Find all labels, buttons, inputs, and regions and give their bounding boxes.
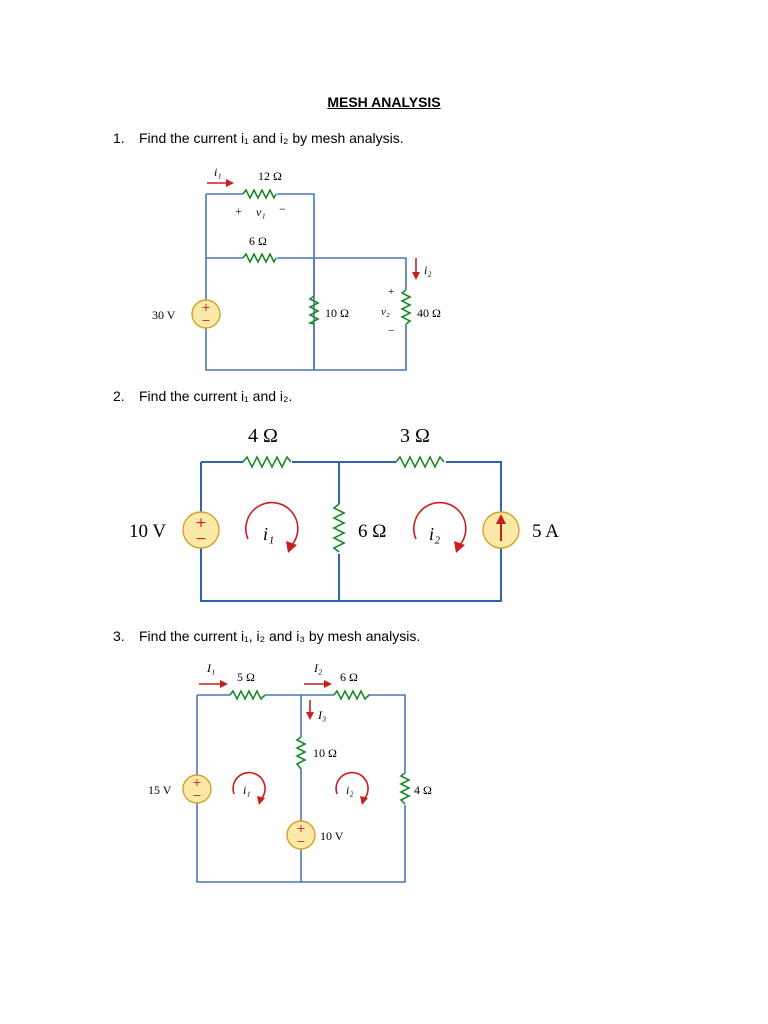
circuit-3-mesh-arrow-i1 — [232, 771, 266, 805]
circuit-1-resistor-40ohm — [400, 289, 412, 325]
circuit-1-label-6ohm: 6 Ω — [249, 234, 267, 248]
svg-text:+: + — [296, 822, 305, 835]
circuit-1-diagram: + − i₁ 12 Ω + v₁ − 6 Ω i₂ 30 V 10 Ω + v₂… — [152, 165, 441, 371]
circuit-2-resistor-4ohm — [242, 455, 292, 469]
circuit-1-label-30v: 30 V — [152, 308, 176, 322]
circuit-2-mesh-arrow-i1 — [245, 501, 299, 553]
circuit-2-wires — [200, 461, 502, 602]
circuit-1-arrow-i2 — [412, 258, 420, 280]
svg-text:−: − — [201, 314, 210, 327]
circuit-3-wires — [196, 694, 406, 883]
circuit-1-label-v2-plus: + — [388, 286, 394, 298]
circuit-2-label-10v: 10 V — [129, 521, 166, 542]
circuit-3-label-I3: I₃ — [317, 708, 326, 722]
circuit-1-label-v1: v₁ — [256, 205, 266, 219]
question-3-number: 3. — [113, 628, 125, 644]
circuit-3-mesh-arrow-i2 — [335, 771, 369, 805]
svg-text:+: + — [201, 301, 210, 314]
circuit-3-label-i2: i₂ — [346, 783, 354, 797]
question-3: 3. Find the current i₁, i₂ and i₃ by mesh… — [113, 628, 420, 644]
question-2-number: 2. — [113, 388, 125, 404]
circuit-3-resistor-4ohm — [399, 772, 411, 805]
circuit-1-label-v2-minus: − — [388, 325, 394, 337]
circuit-3-resistor-10ohm — [295, 736, 307, 770]
circuit-1-wires — [205, 193, 407, 371]
circuit-3-voltage-source-15v: + − — [182, 774, 212, 804]
circuit-3-resistor-5ohm — [229, 689, 266, 701]
circuit-3-arrow-I3 — [306, 700, 314, 720]
circuit-3-label-I2: I₂ — [313, 661, 322, 675]
circuit-1-resistor-10ohm — [307, 295, 320, 325]
question-1: 1. Find the current i₁ and i₂ by mesh ana… — [113, 130, 404, 146]
circuit-1-voltage-source: + − — [191, 299, 221, 329]
circuit-1-resistor-6ohm — [242, 252, 277, 264]
circuit-3-label-4ohm: 4 Ω — [414, 783, 432, 797]
circuit-1-label-10ohm: 10 Ω — [325, 306, 349, 320]
question-1-number: 1. — [113, 130, 125, 146]
svg-text:+: + — [195, 515, 207, 531]
circuit-3-label-10ohm: 10 Ω — [313, 746, 337, 760]
circuit-2-label-i2: i₂ — [429, 524, 440, 544]
circuit-2-label-4ohm: 4 Ω — [248, 425, 278, 447]
circuit-2-label-3ohm: 3 Ω — [400, 425, 430, 447]
circuit-2-resistor-6ohm — [332, 503, 346, 553]
circuit-3-label-10v: 10 V — [320, 829, 344, 843]
circuit-1-label-v2: v₂ — [381, 306, 390, 318]
question-1-text: Find the current i₁ and i₂ by mesh analy… — [139, 130, 404, 146]
circuit-2-resistor-3ohm — [395, 455, 445, 469]
circuit-3-resistor-6ohm — [333, 689, 370, 701]
circuit-3-label-15v: 15 V — [148, 783, 172, 797]
svg-text:+: + — [192, 776, 201, 789]
circuit-2-label-5a: 5 A — [532, 521, 559, 542]
circuit-1-label-minus: − — [279, 202, 286, 216]
svg-text:−: − — [195, 531, 207, 547]
circuit-3-label-6ohm: 6 Ω — [340, 670, 358, 684]
question-3-text: Find the current i₁, i₂ and i₃ by mesh a… — [139, 628, 421, 644]
circuit-2-label-i1: i₁ — [263, 524, 274, 544]
circuit-3-arrow-I1 — [199, 680, 228, 688]
circuit-1-label-40ohm: 40 Ω — [417, 306, 441, 320]
question-2-text: Find the current i₁ and i₂. — [139, 388, 293, 404]
svg-text:−: − — [192, 789, 201, 802]
circuit-1-label-12ohm: 12 Ω — [258, 169, 282, 183]
circuit-3-arrow-I2 — [304, 680, 332, 688]
circuit-3-label-5ohm: 5 Ω — [237, 670, 255, 684]
circuit-2-label-6ohm: 6 Ω — [358, 521, 386, 542]
circuit-1-label-i1: i₁ — [214, 165, 222, 179]
svg-text:−: − — [296, 835, 305, 848]
question-2: 2. Find the current i₁ and i₂. — [113, 388, 292, 404]
circuit-3-label-i1: i₁ — [243, 783, 251, 797]
circuit-2-mesh-arrow-i2 — [413, 501, 467, 553]
circuit-1-arrow-i1 — [207, 179, 234, 187]
circuit-3-label-I1: I₁ — [206, 661, 215, 675]
circuit-1-label-i2: i₂ — [424, 263, 432, 277]
circuit-3-voltage-source-10v: + − — [286, 820, 316, 850]
circuit-3-diagram: + − + − I₁ 5 Ω I₂ 6 Ω I₃ 10 Ω 15 V i₁ i₂… — [148, 661, 432, 883]
circuit-1-label-plus: + — [235, 204, 242, 218]
circuit-2-voltage-source: + − — [182, 511, 220, 549]
circuit-1-resistor-12ohm — [242, 188, 277, 200]
circuit-2-current-source — [482, 511, 520, 549]
document-title: MESH ANALYSIS — [327, 94, 441, 110]
circuit-2-diagram: + − 4 Ω 3 Ω 10 V i₁ 6 Ω i₂ 5 A — [129, 425, 559, 602]
